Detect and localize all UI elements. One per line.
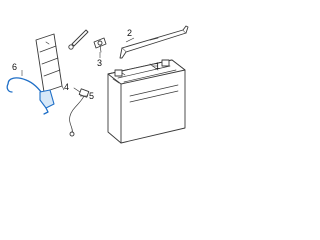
callout-5: 5 [89, 91, 94, 101]
battery-cable-bolt[interactable] [93, 37, 107, 53]
callout-6: 6 [12, 62, 17, 72]
callout-4: 4 [64, 82, 69, 92]
positive-cable[interactable] [6, 77, 55, 115]
callout-3: 3 [97, 58, 102, 68]
battery-cover[interactable] [35, 33, 63, 93]
battery[interactable] [107, 59, 186, 144]
hold-down-bracket[interactable] [119, 25, 189, 59]
callout-2: 2 [127, 28, 132, 38]
leader-lines [21, 37, 158, 97]
hold-down-rod[interactable] [68, 29, 89, 50]
battery-parts-diagram: 1 2 3 4 5 6 [6, 25, 189, 144]
callout-1: 1 [155, 61, 160, 71]
ground-cable[interactable] [69, 87, 90, 137]
